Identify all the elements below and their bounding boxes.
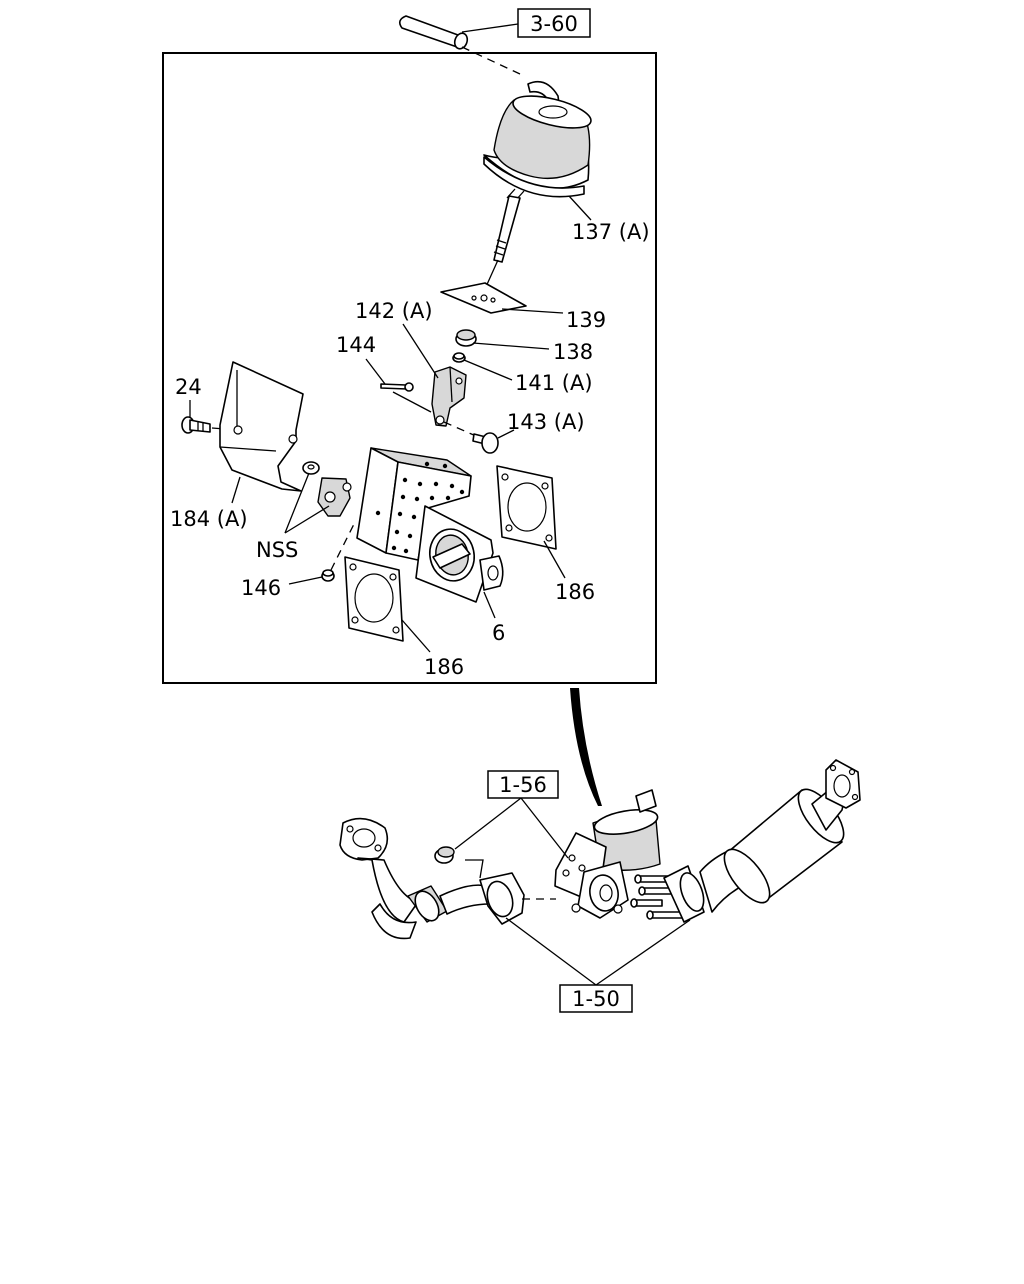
pin-144 — [380, 382, 414, 392]
flange-studs — [630, 874, 683, 920]
nss-nut — [302, 461, 320, 475]
valve-body-6 — [356, 447, 504, 603]
callout-146: 146 — [241, 576, 281, 600]
exhaust-brake-valve-assembly — [554, 789, 661, 919]
detail-pointer-arrow — [570, 688, 602, 806]
callout-6: 6 — [492, 621, 505, 645]
callout-139: 139 — [566, 308, 606, 332]
ref-label-3-60[interactable]: 3-60 — [530, 12, 578, 36]
plate-139 — [440, 282, 527, 314]
nut-138 — [455, 329, 477, 347]
front-exhaust-pipe — [339, 817, 491, 940]
callout-24: 24 — [175, 375, 202, 399]
ref-box-1-50[interactable] — [559, 984, 633, 1013]
ref-label-1-56[interactable]: 1-56 — [499, 773, 547, 797]
center-pipe-flange — [465, 859, 556, 925]
pin-143a — [443, 421, 499, 454]
callout-186-lower: 186 — [424, 655, 464, 679]
gasket-186-right — [496, 465, 557, 550]
leader-lines — [189, 195, 592, 653]
bracket-184a — [219, 361, 304, 492]
ref-label-1-50[interactable]: 1-50 — [572, 987, 620, 1011]
callout-142a: 142 (A) — [355, 299, 433, 323]
callout-184a: 184 (A) — [170, 507, 248, 531]
lever-142a — [431, 366, 467, 427]
callout-144: 144 — [336, 333, 376, 357]
ref-box-1-56[interactable] — [487, 770, 559, 799]
callout-137a: 137 (A) — [572, 220, 650, 244]
ref-box-3-60[interactable] — [517, 8, 591, 38]
vacuum-hose-part — [398, 15, 521, 75]
gasket-186-lower — [344, 556, 404, 642]
callout-141a: 141 (A) — [515, 371, 593, 395]
detail-frame — [162, 52, 657, 684]
flange-nut — [434, 846, 455, 864]
actuator-137a — [479, 80, 592, 301]
rear-exhaust-pipe-muffler — [663, 759, 861, 923]
nut-146 — [321, 521, 356, 582]
callout-143a: 143 (A) — [507, 410, 585, 434]
washer-141a — [452, 352, 466, 363]
callout-138: 138 — [553, 340, 593, 364]
nss-lever-plate — [317, 477, 352, 517]
bolt-24 — [181, 416, 239, 434]
callout-186-right: 186 — [555, 580, 595, 604]
callout-nss: NSS — [256, 538, 298, 562]
